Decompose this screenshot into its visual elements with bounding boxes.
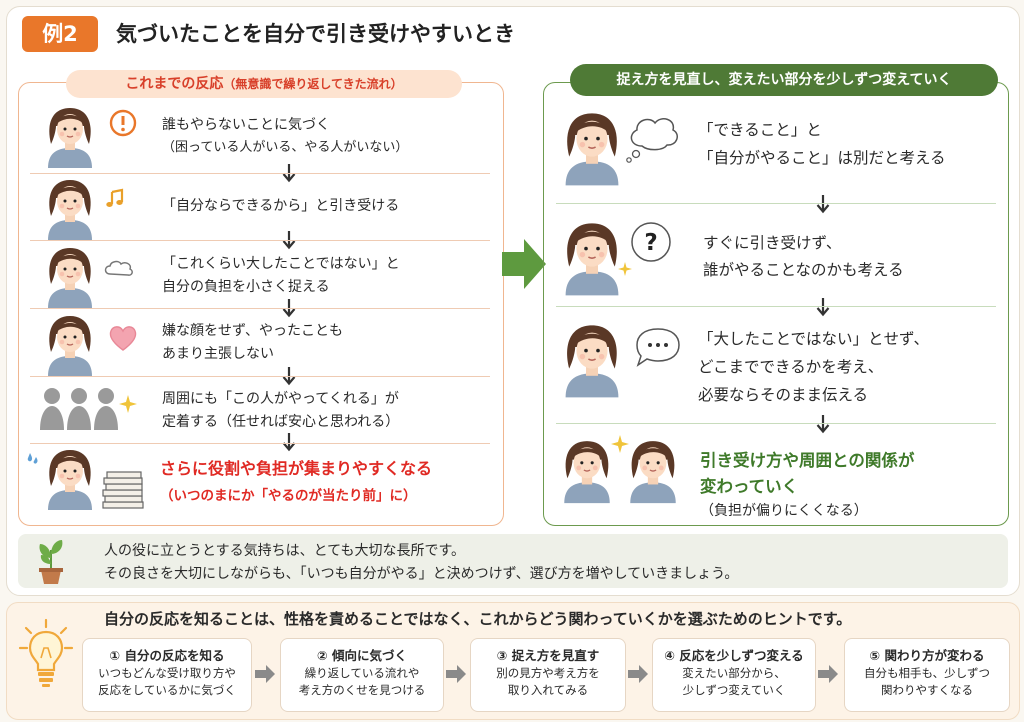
right-step-3-line-3: 必要ならそのまま伝える bbox=[698, 386, 869, 404]
left-arrow-5 bbox=[282, 432, 296, 452]
left-panel-title-main: これまでの反応 bbox=[125, 76, 224, 92]
hint-step-5-line-2: 関わりやすくなる bbox=[881, 683, 973, 697]
hint-step-4: ④ 反応を少しずつ変える 変えたい部分から、 少しずつ変えていく bbox=[652, 638, 816, 712]
note-line-1: 人の役に立とうとする気持ちは、とても大切な長所です。 bbox=[104, 543, 466, 559]
hint-step-2-head: ② 傾向に気づく bbox=[317, 648, 407, 663]
hint-arrow-2 bbox=[445, 664, 467, 684]
right-divider-1 bbox=[556, 203, 996, 204]
right-arrow-1 bbox=[816, 194, 830, 214]
left-divider-1 bbox=[30, 173, 490, 174]
left-step-1-line-1: 誰もやらないことに気づく bbox=[162, 117, 330, 133]
sparkle-icon bbox=[119, 395, 137, 413]
left-step-5-line-2: 定着する（任せれば安心と思われる） bbox=[162, 414, 400, 430]
hint-step-4-line-1: 変えたい部分から、 bbox=[682, 666, 786, 680]
hint-step-5-line-1: 自分も相手も、少しずつ bbox=[864, 666, 990, 680]
woman-question-icon bbox=[556, 214, 628, 300]
lightbulb-icon bbox=[18, 618, 74, 687]
left-step-5-line-1: 周囲にも「この人がやってくれる」が bbox=[162, 391, 399, 407]
music-note-icon bbox=[106, 188, 124, 207]
left-step-2-line-1: 「自分ならできるから」と引き受ける bbox=[162, 198, 400, 214]
people-group-icon bbox=[40, 388, 118, 430]
hint-step-5: ⑤ 関わり方が変わる 自分も相手も、少しずつ 関わりやすくなる bbox=[844, 638, 1010, 712]
right-step-3-line-1: 「大したことではない」とせず、 bbox=[698, 330, 929, 348]
hint-step-3-line-2: 取り入れてみる bbox=[507, 683, 589, 697]
right-step-4-line-2: 変わっていく bbox=[700, 477, 799, 496]
hint-step-5-head: ⑤ 関わり方が変わる bbox=[869, 648, 985, 663]
hint-title: 自分の反応を知ることは、性格を責めることではなく、これからどう関わっていくかを選… bbox=[104, 610, 852, 628]
right-step-2-line-1: すぐに引き受けず、 bbox=[703, 234, 842, 252]
right-step-4-line-3: （負担が偏りにくくなる） bbox=[700, 503, 868, 519]
hint-step-1-line-2: 反応をしているかに気づく bbox=[98, 683, 236, 697]
hint-step-4-head: ④ 反応を少しずつ変える bbox=[664, 648, 804, 663]
right-divider-2 bbox=[556, 306, 996, 307]
right-divider-3 bbox=[556, 423, 996, 424]
left-step-6-line-2: （いつのまにか「やるのが当たり前」に） bbox=[160, 488, 417, 504]
hint-step-2-line-2: 考え方のくせを見つける bbox=[298, 683, 426, 697]
left-divider-4 bbox=[30, 376, 490, 377]
hint-step-3-head: ③ 捉え方を見直す bbox=[496, 648, 600, 663]
hint-step-2-line-1: 繰り返している流れや bbox=[304, 666, 420, 680]
sparkle-small-icon bbox=[618, 262, 632, 276]
woman-speaking-icon bbox=[556, 316, 628, 402]
left-step-3-line-2: 自分の負担を小さく捉える bbox=[162, 279, 330, 295]
hint-step-3-line-1: 別の見方や考え方を bbox=[496, 666, 600, 680]
right-step-4-line-1: 引き受け方や周囲との関係が bbox=[700, 451, 915, 470]
right-step-2-line-2: 誰がやることなのかも考える bbox=[703, 261, 904, 279]
left-step-1-line-2: （困っている人がいる、やる人がいない） bbox=[162, 140, 409, 155]
main-card bbox=[6, 6, 1020, 596]
woman-worried-icon bbox=[40, 104, 100, 168]
paper-stack-icon bbox=[102, 471, 144, 509]
hint-step-4-line-2: 少しずつ変えていく bbox=[682, 683, 786, 697]
hint-arrow-3 bbox=[627, 664, 649, 684]
right-step-3-line-2: どこまでできるかを考え、 bbox=[698, 358, 884, 376]
left-divider-2 bbox=[30, 240, 490, 241]
right-step-1-line-1: 「できること」と bbox=[698, 121, 822, 139]
woman-confident-icon bbox=[40, 176, 100, 240]
thought-bubble-icon bbox=[626, 118, 678, 163]
right-step-1-line-2: 「自分がやること」は別だと考える bbox=[698, 149, 946, 167]
sweat-drops-icon bbox=[27, 453, 38, 464]
sparkle-pair-icon bbox=[611, 435, 629, 453]
woman-colleague-icon bbox=[622, 432, 684, 508]
question-bubble-icon: ? bbox=[631, 222, 671, 262]
left-step-3-line-1: 「これくらい大したことではない」と bbox=[162, 256, 400, 272]
woman-smile-icon bbox=[40, 312, 100, 376]
woman-sigh-icon bbox=[40, 244, 100, 308]
svg-text:?: ? bbox=[644, 230, 657, 256]
hint-step-1-line-1: いつもどんな受け取り方や bbox=[98, 666, 236, 680]
hint-step-1-head: ① 自分の反応を知る bbox=[109, 648, 225, 663]
woman-happy-icon bbox=[556, 432, 618, 508]
potted-plant-icon bbox=[39, 540, 63, 584]
speech-bubble-icon bbox=[636, 328, 680, 367]
left-panel-title: これまでの反応（無意識で繰り返してきた流れ） bbox=[66, 70, 462, 98]
hint-arrow-1 bbox=[254, 664, 276, 684]
note-bar bbox=[18, 534, 1008, 588]
left-panel-title-sub: （無意識で繰り返してきた流れ） bbox=[223, 77, 403, 91]
left-step-4-line-1: 嫌な顔をせず、やったことも bbox=[162, 323, 344, 339]
page-title: 気づいたことを自分で引き受けやすいとき bbox=[116, 22, 515, 46]
left-step-6-line-1: さらに役割や負担が集まりやすくなる bbox=[160, 459, 433, 478]
hint-step-3: ③ 捉え方を見直す 別の見方や考え方を 取り入れてみる bbox=[470, 638, 626, 712]
green-right-arrow-icon bbox=[502, 239, 546, 289]
hint-step-2: ② 傾向に気づく 繰り返している流れや 考え方のくせを見つける bbox=[280, 638, 444, 712]
right-arrow-3 bbox=[816, 414, 830, 434]
heart-icon bbox=[109, 326, 137, 351]
right-arrow-2 bbox=[816, 297, 830, 317]
exclamation-icon bbox=[109, 109, 137, 137]
sigh-cloud-icon bbox=[104, 260, 133, 276]
note-line-2: その良さを大切にしながらも、「いつも自分がやる」と決めつけず、選び方を増やしてい… bbox=[104, 566, 739, 582]
left-divider-5 bbox=[30, 443, 490, 444]
right-panel-title: 捉え方を見直し、変えたい部分を少しずつ変えていく bbox=[570, 64, 998, 96]
example-badge: 例2 bbox=[22, 16, 98, 52]
left-step-4-line-2: あまり主張しない bbox=[162, 346, 274, 362]
woman-tired-icon bbox=[40, 446, 100, 510]
hint-arrow-4 bbox=[817, 664, 839, 684]
left-divider-3 bbox=[30, 308, 490, 309]
woman-thinking-icon bbox=[556, 104, 628, 190]
hint-step-1: ① 自分の反応を知る いつもどんな受け取り方や 反応をしているかに気づく bbox=[82, 638, 252, 712]
